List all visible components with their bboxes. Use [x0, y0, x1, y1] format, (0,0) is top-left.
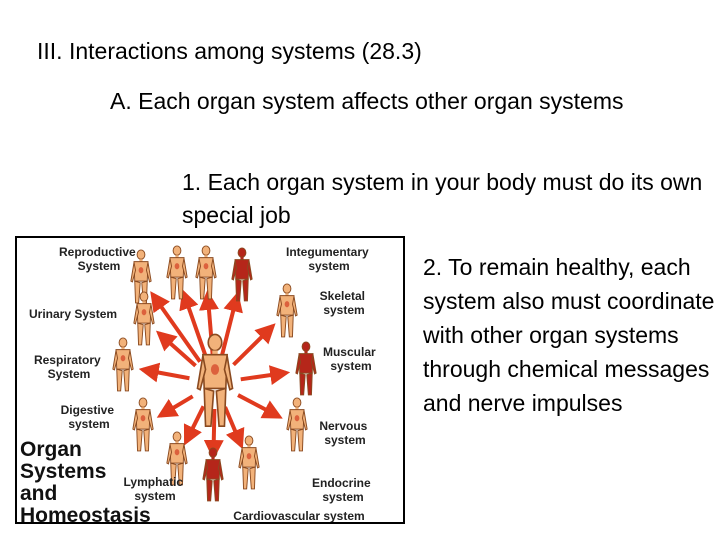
arrow-integumentary-b: [219, 291, 243, 359]
arrow-muscular: [240, 365, 291, 385]
body-nervous: [286, 397, 308, 452]
bullet-2: 2. To remain healthy, each system also m…: [423, 254, 715, 417]
arrow-nervous: [237, 393, 283, 419]
arrow-lymphatic: [183, 405, 206, 446]
bullet-a: A. Each organ system affects other organ…: [110, 88, 624, 114]
body-digestive: [132, 397, 154, 452]
body-cardio: [202, 447, 224, 502]
label-cardiovascular: Cardiovascular system: [233, 509, 364, 522]
body-center-figure: [196, 333, 234, 428]
body-reproductive-b: [166, 245, 188, 300]
label-integumentary: Integumentary system: [286, 245, 372, 273]
body-skeletal: [276, 283, 298, 338]
body-integumentary-a: [195, 245, 217, 300]
body-muscular: [295, 341, 317, 396]
body-respiratory: [112, 337, 134, 392]
organ-systems-figure: Reproductive System Integumentary system…: [15, 236, 405, 524]
arrow-urinary: [155, 330, 197, 368]
bullet-1: 1. Each organ system in your body must d…: [182, 169, 703, 229]
arrow-reproductive-b: [179, 289, 209, 360]
body-lymphatic: [166, 431, 188, 486]
arrow-reproductive-a: [150, 291, 202, 363]
label-nervous: Nervous system: [319, 419, 370, 447]
body-urinary: [133, 291, 155, 346]
arrow-respiratory: [138, 362, 190, 383]
label-skeletal: Skeletal system: [320, 289, 369, 317]
label-urinary: Urinary System: [29, 307, 117, 321]
label-lymphatic: Lymphatic system: [124, 475, 187, 503]
arrow-skeletal: [232, 323, 276, 367]
body-figures-group: [112, 245, 317, 502]
figure-caption: Organ Systems and Homeostasis: [20, 438, 151, 522]
slide-heading: III. Interactions among systems (28.3): [37, 38, 422, 64]
arrow-digestive: [156, 394, 194, 418]
body-endocrine: [238, 435, 260, 490]
label-respiratory: Respiratory System: [34, 353, 104, 381]
organ-systems-diagram: Reproductive System Integumentary system…: [20, 245, 379, 522]
arrow-endocrine: [223, 406, 245, 450]
label-reproductive: Reproductive System: [59, 245, 139, 273]
label-endocrine: Endocrine system: [312, 476, 374, 504]
label-digestive: Digestive system: [61, 403, 118, 431]
label-muscular: Muscular system: [323, 345, 379, 373]
body-integumentary-b: [231, 247, 253, 302]
